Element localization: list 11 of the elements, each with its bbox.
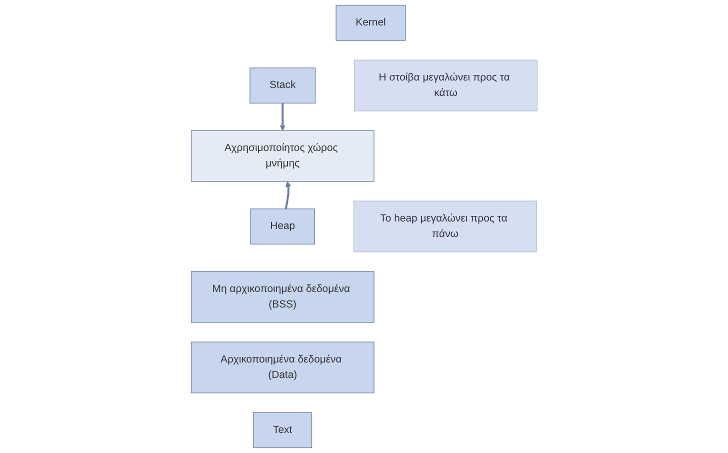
node-box: Αρχικοποιημένα δεδομένα (Data) [190,342,374,394]
node-box: Stack [249,68,316,104]
node-box: Kernel [336,4,406,41]
node-box: Μη αρχικοποιημένα δεδομένα (BSS) [190,271,374,323]
arrow [284,181,291,210]
node-box: Αχρησιμοποίητος χώρος μνήμης [190,130,374,182]
arrow [280,103,286,131]
node-box: Heap [250,208,315,244]
node-box: Η στοίβα μεγαλώνει προς τα κάτω [354,60,538,112]
node-box: Text [252,412,312,448]
node-box: Το heap μεγαλώνει προς τα πάνω [353,200,537,252]
